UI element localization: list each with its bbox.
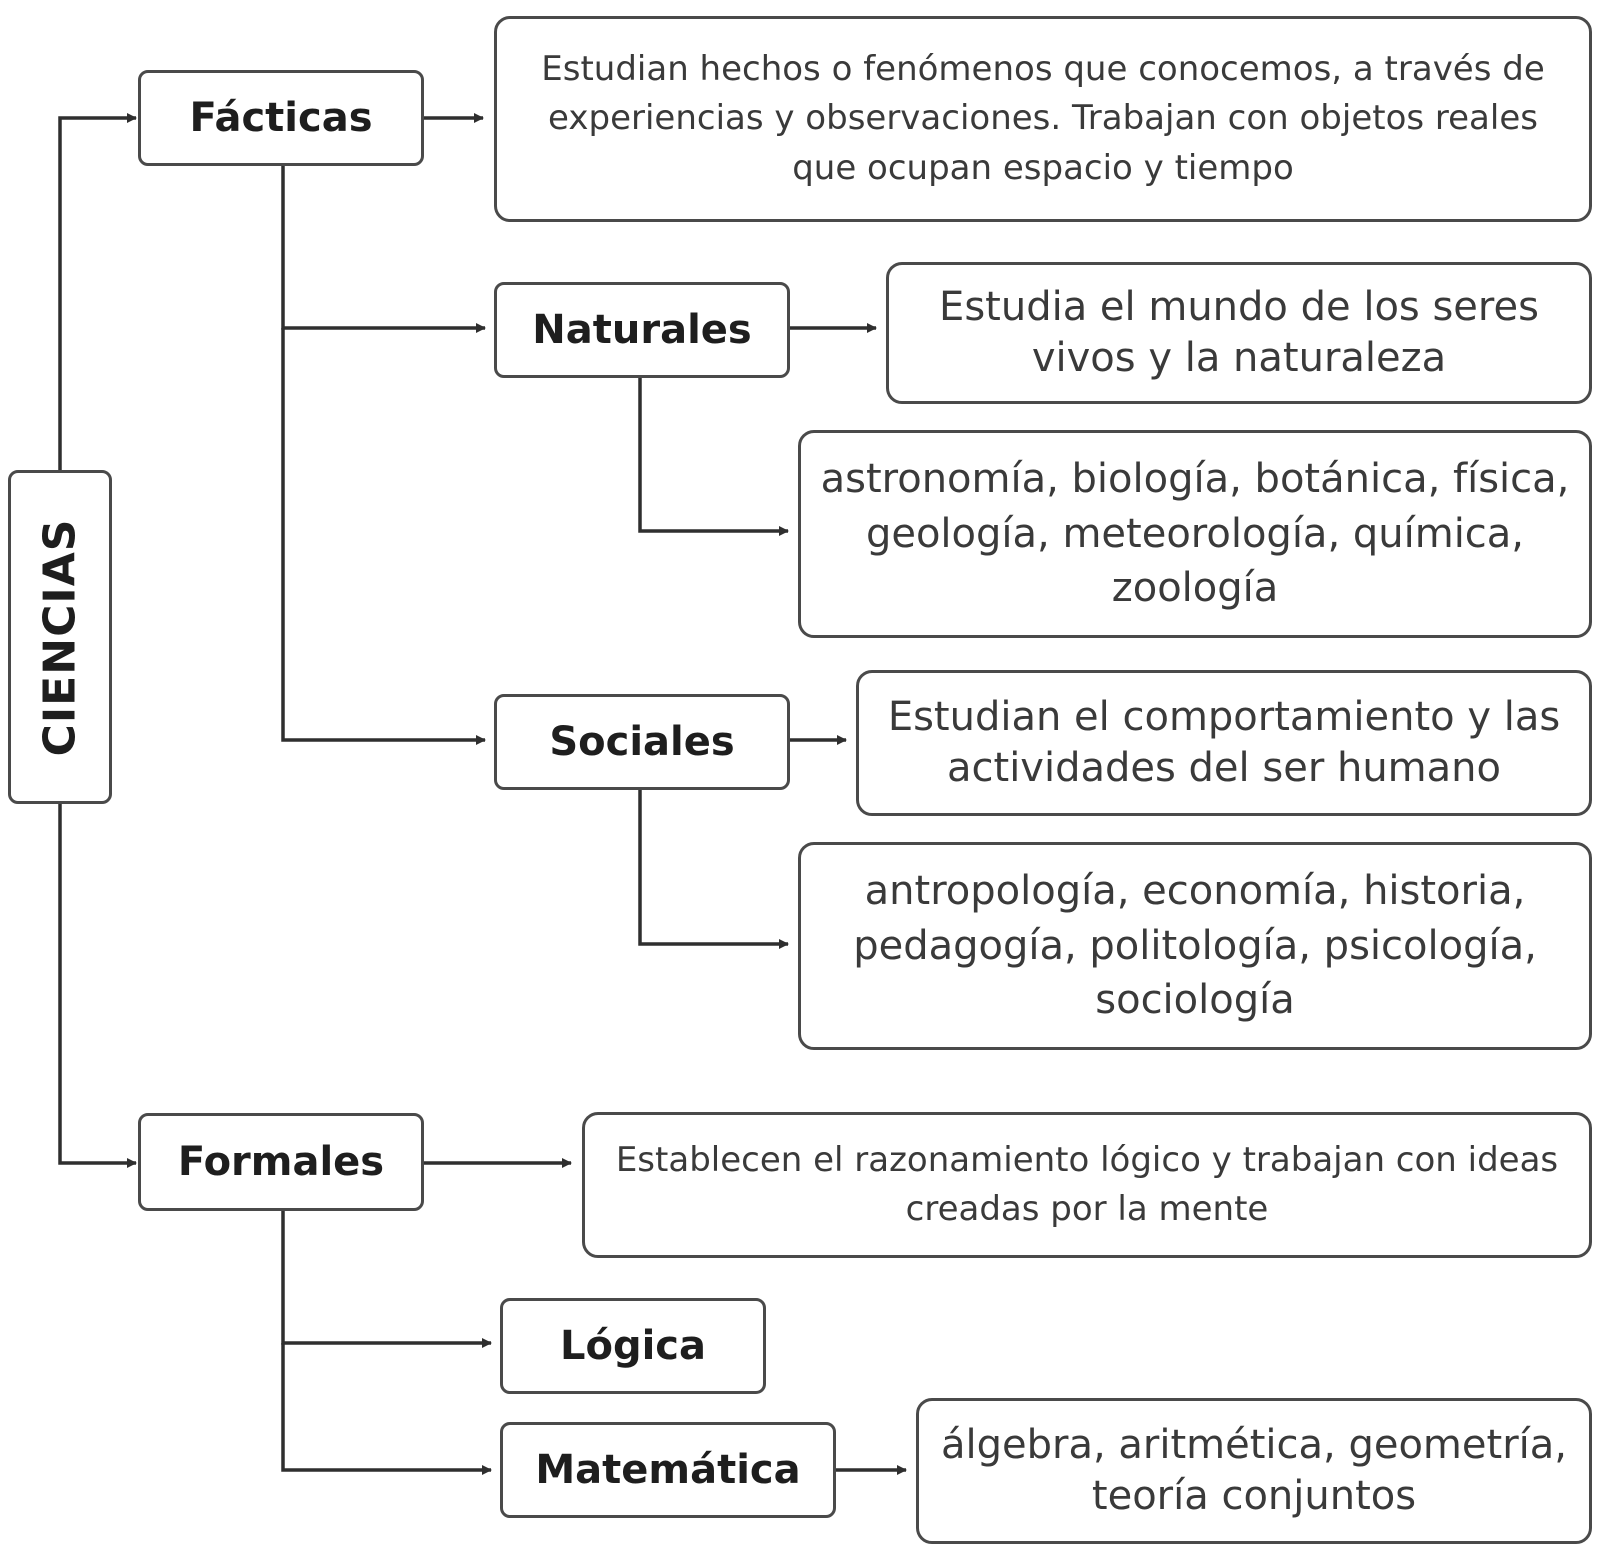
naturales-description-box: Estudia el mundo de los seres vivos y la… bbox=[886, 262, 1592, 404]
arrow-facticas-to-sociales bbox=[281, 328, 486, 745]
matematica-label: Matemática bbox=[535, 1447, 801, 1493]
matematica-examples-box: álgebra, aritmética, geometría, teoría c… bbox=[916, 1398, 1592, 1544]
naturales-label: Naturales bbox=[532, 307, 752, 353]
facticas-label: Fácticas bbox=[189, 95, 373, 141]
facticas-node: Fácticas bbox=[138, 70, 424, 166]
arrow-root-to-formales bbox=[58, 804, 137, 1168]
root-node: CIENCIAS bbox=[8, 470, 112, 804]
arrow-formales-to-matematica bbox=[281, 1343, 492, 1475]
arrow-facticas-to-naturales bbox=[281, 164, 486, 333]
facticas-description: Estudian hechos o fenómenos que conocemo… bbox=[541, 49, 1545, 188]
formales-description-box: Establecen el razonamiento lógico y trab… bbox=[582, 1112, 1592, 1258]
facticas-description-box: Estudian hechos o fenómenos que conocemo… bbox=[494, 16, 1592, 222]
arrow-root-to-facticas bbox=[58, 113, 137, 470]
formales-label: Formales bbox=[177, 1139, 385, 1185]
sociales-description-box: Estudian el comportamiento y las activid… bbox=[856, 670, 1592, 816]
formales-node: Formales bbox=[138, 1113, 424, 1211]
logica-label: Lógica bbox=[559, 1323, 706, 1369]
sociales-node: Sociales bbox=[494, 694, 790, 790]
root-label: CIENCIAS bbox=[34, 518, 86, 756]
sociales-description: Estudian el comportamiento y las activid… bbox=[887, 693, 1561, 791]
matematica-examples: álgebra, aritmética, geometría, teoría c… bbox=[941, 1421, 1567, 1519]
arrow-formales-to-logica bbox=[281, 1211, 492, 1348]
naturales-description: Estudia el mundo de los seres vivos y la… bbox=[939, 283, 1539, 381]
arrow-sociales-to-examples bbox=[638, 790, 789, 949]
sociales-examples: antropología, economía, historia, pedago… bbox=[853, 868, 1537, 1024]
sociales-label: Sociales bbox=[549, 719, 735, 765]
matematica-node: Matemática bbox=[500, 1422, 836, 1518]
sociales-examples-box: antropología, economía, historia, pedago… bbox=[798, 842, 1592, 1050]
arrow-naturales-to-examples bbox=[638, 378, 789, 536]
naturales-examples: astronomía, biología, botánica, física, … bbox=[820, 456, 1570, 612]
logica-node: Lógica bbox=[500, 1298, 766, 1394]
formales-description: Establecen el razonamiento lógico y trab… bbox=[615, 1139, 1559, 1229]
naturales-examples-box: astronomía, biología, botánica, física, … bbox=[798, 430, 1592, 638]
naturales-node: Naturales bbox=[494, 282, 790, 378]
